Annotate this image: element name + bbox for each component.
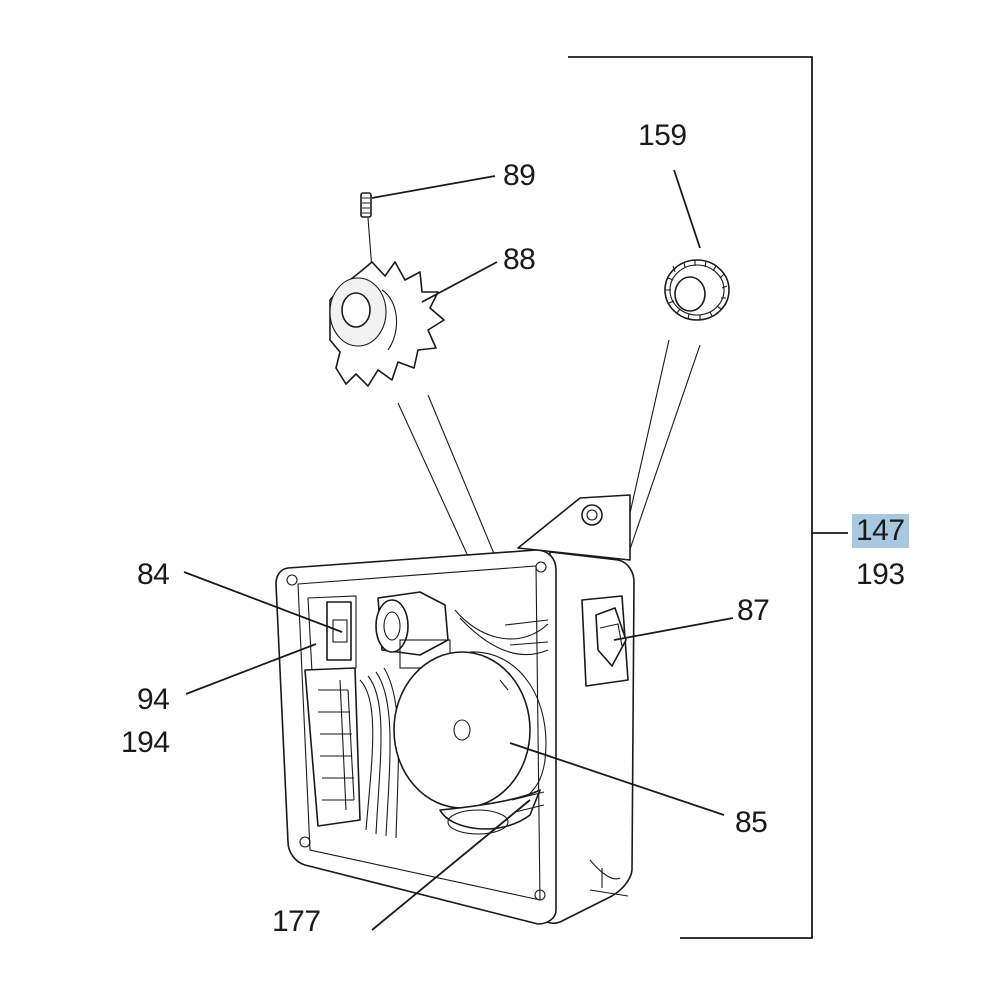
sprocket-part (329, 261, 445, 387)
circuit-board-part (304, 667, 361, 827)
wiring-harness (359, 609, 549, 839)
callout-147-highlighted[interactable]: 147 (852, 514, 909, 548)
callout-193[interactable]: 193 (856, 558, 905, 591)
capacitor-part (375, 591, 449, 656)
callout-87[interactable]: 87 (737, 594, 770, 627)
callout-159[interactable]: 159 (638, 119, 687, 152)
callout-85[interactable]: 85 (735, 806, 768, 839)
set-screw-part (360, 192, 373, 271)
callout-88[interactable]: 88 (503, 243, 536, 276)
motor-part (439, 789, 545, 835)
callout-89[interactable]: 89 (503, 159, 536, 192)
bushing-part (664, 259, 730, 321)
assembly-bracket (568, 56, 848, 939)
callout-84[interactable]: 84 (137, 558, 170, 591)
rotary-switch-part (581, 595, 629, 687)
callout-177[interactable]: 177 (272, 905, 321, 938)
callout-94[interactable]: 94 (137, 683, 170, 716)
leader-lines (183, 169, 734, 931)
callout-194[interactable]: 194 (121, 726, 170, 759)
